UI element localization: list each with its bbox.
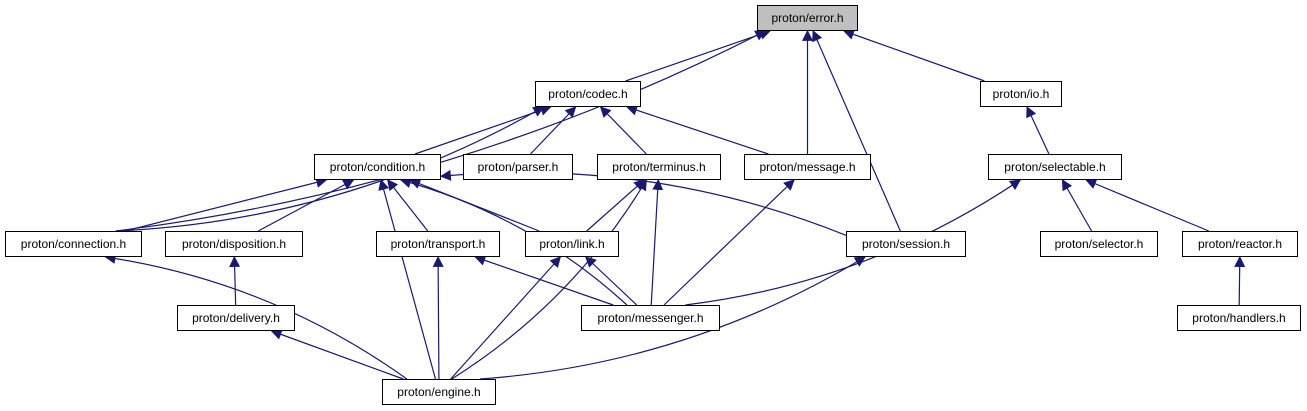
edge-delivery-to-disposition xyxy=(229,255,241,306)
edge-selector-to-selectable xyxy=(1061,179,1093,232)
edge-selectable-to-io xyxy=(1026,106,1050,155)
node-proton-error-h: proton/error.h xyxy=(757,5,858,31)
edge-messenger-to-transport xyxy=(474,255,614,306)
node-proton-transport-h[interactable]: proton/transport.h xyxy=(376,231,500,257)
node-proton-condition-h[interactable]: proton/condition.h xyxy=(314,154,441,180)
edge-session-to-error xyxy=(812,29,901,232)
edge-message-to-codec xyxy=(626,104,769,155)
edge-disposition-to-condition xyxy=(257,179,355,232)
node-proton-disposition-h[interactable]: proton/disposition.h xyxy=(165,231,303,257)
node-proton-connection-h[interactable]: proton/connection.h xyxy=(5,231,142,257)
edge-parser-to-codec xyxy=(530,106,577,155)
edge-session-to-condition xyxy=(439,169,847,236)
edge-connection-to-codec xyxy=(118,106,545,232)
edge-messenger-to-terminus xyxy=(650,178,664,306)
edge-engine-to-connection xyxy=(104,253,408,380)
edge-engine-to-condition xyxy=(378,178,437,380)
edge-terminus-to-codec xyxy=(599,106,647,155)
edge-connection-to-condition xyxy=(124,177,328,232)
edge-engine-to-link xyxy=(450,256,562,380)
node-proton-delivery-h[interactable]: proton/delivery.h xyxy=(177,305,295,331)
edge-engine-to-delivery xyxy=(270,329,404,380)
edge-messenger-to-message xyxy=(663,179,795,306)
node-proton-handlers-h[interactable]: proton/handlers.h xyxy=(1177,305,1301,331)
edge-codec-to-error xyxy=(625,29,771,82)
edge-connection-to-error xyxy=(115,30,767,232)
node-proton-message-h[interactable]: proton/message.h xyxy=(744,154,871,180)
node-proton-terminus-h[interactable]: proton/terminus.h xyxy=(597,154,721,180)
edge-transport-to-condition xyxy=(387,179,429,232)
node-proton-io-h[interactable]: proton/io.h xyxy=(980,81,1062,107)
node-proton-link-h[interactable]: proton/link.h xyxy=(525,231,619,257)
edge-io-to-error xyxy=(842,29,985,82)
node-proton-codec-h[interactable]: proton/codec.h xyxy=(535,81,641,107)
edge-messenger-to-link xyxy=(584,256,638,306)
node-proton-messenger-h[interactable]: proton/messenger.h xyxy=(581,305,720,331)
edge-handlers-to-reactor xyxy=(1234,255,1246,306)
node-proton-engine-h[interactable]: proton/engine.h xyxy=(382,379,496,405)
edge-reactor-to-selectable xyxy=(1085,178,1210,232)
edge-engine-to-session xyxy=(479,256,866,380)
edge-engine-to-transport xyxy=(432,255,444,380)
node-proton-parser-h[interactable]: proton/parser.h xyxy=(463,154,573,180)
node-proton-selectable-h[interactable]: proton/selectable.h xyxy=(988,154,1122,180)
edge-engine-to-terminus xyxy=(451,179,647,380)
node-proton-selector-h[interactable]: proton/selector.h xyxy=(1040,231,1158,257)
edge-link-to-terminus xyxy=(586,179,646,232)
node-proton-reactor-h[interactable]: proton/reactor.h xyxy=(1182,231,1298,257)
edge-messenger-to-condition xyxy=(399,177,628,306)
node-proton-session-h[interactable]: proton/session.h xyxy=(846,231,966,257)
